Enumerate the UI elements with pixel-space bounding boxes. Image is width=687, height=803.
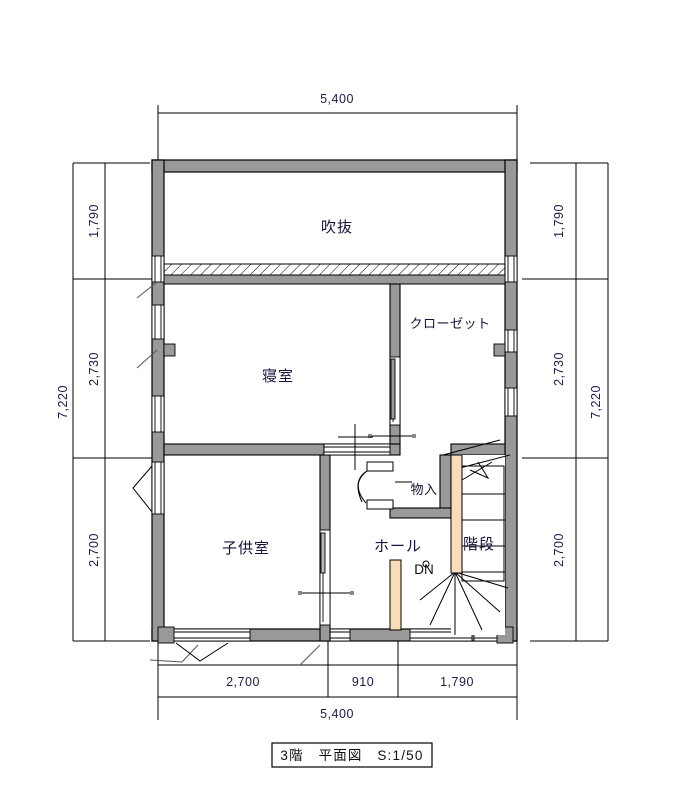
dimension-top-overall: 5,400 bbox=[320, 92, 354, 106]
window-awning-indicators bbox=[132, 465, 229, 662]
void-railing bbox=[163, 263, 506, 285]
dimension-right-overall: 7,220 bbox=[589, 385, 603, 419]
stair-direction-label: DN bbox=[414, 562, 434, 577]
stair-winder-treads bbox=[419, 571, 509, 635]
room-label-stairs: 階段 bbox=[463, 536, 495, 553]
wooden-posts bbox=[389, 454, 463, 631]
storage-doors bbox=[357, 461, 394, 510]
dimension-right-seg-1: 1,790 bbox=[552, 204, 566, 238]
dimension-bottom-seg-3: 1,790 bbox=[440, 675, 474, 689]
dimension-left-seg-3: 2,700 bbox=[87, 533, 101, 567]
dimension-right-seg-2: 2,730 bbox=[552, 352, 566, 386]
room-label-bedroom: 寝室 bbox=[262, 367, 294, 385]
dimension-left-seg-1: 1,790 bbox=[87, 204, 101, 238]
title-block-border bbox=[271, 742, 433, 768]
dimension-lines-right bbox=[522, 162, 609, 642]
dimension-bottom-seg-2: 910 bbox=[352, 675, 374, 689]
dimension-lines-bottom bbox=[157, 640, 518, 720]
dimension-lines-left bbox=[72, 162, 160, 642]
room-label-storage: 物入 bbox=[410, 482, 437, 497]
dimension-bottom-overall: 5,400 bbox=[320, 707, 354, 721]
dimension-left-overall: 7,220 bbox=[56, 385, 70, 419]
dn-marker-icon bbox=[422, 560, 430, 568]
sliding-door-bedroom-entry bbox=[323, 424, 391, 470]
dimension-right-seg-3: 2,700 bbox=[552, 533, 566, 567]
room-label-void: 吹抜 bbox=[321, 219, 353, 236]
sliding-door-closet bbox=[368, 356, 416, 438]
dimension-left-seg-2: 2,730 bbox=[87, 352, 101, 386]
room-label-hall: ホール bbox=[374, 538, 422, 555]
title-block-label: 3階 平面図 S:1/50 bbox=[280, 748, 423, 763]
room-label-closet: クローゼット bbox=[409, 316, 490, 331]
dimension-bottom-seg-1: 2,700 bbox=[226, 675, 260, 689]
dimension-lines-top bbox=[157, 105, 518, 170]
room-label-childrens-room: 子供室 bbox=[222, 540, 270, 557]
sliding-door-children-room bbox=[298, 529, 354, 626]
